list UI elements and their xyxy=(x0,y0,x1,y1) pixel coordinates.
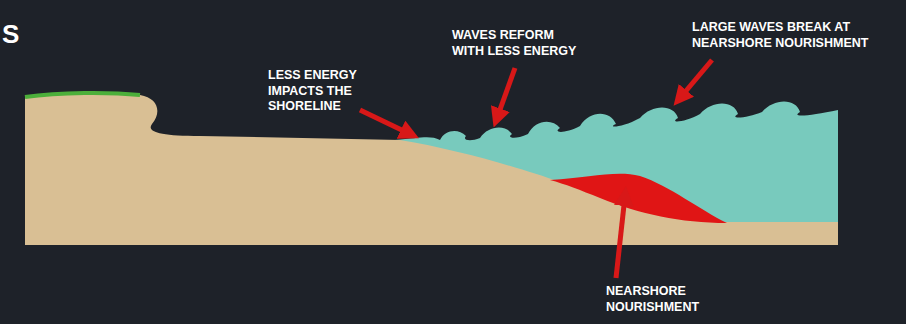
callout-label: NEARSHORE NOURISHMENT xyxy=(606,284,716,315)
pointer-arrow xyxy=(497,68,515,118)
pointer-arrow xyxy=(680,60,712,98)
callout-label: LESS ENERGY IMPACTS THE SHORELINE xyxy=(268,68,368,115)
grass xyxy=(25,93,140,97)
callout-label: WAVES REFORM WITH LESS ENERGY xyxy=(452,28,577,59)
pointer-arrow xyxy=(360,110,410,134)
pointer-arrow xyxy=(616,196,625,278)
callout-label: LARGE WAVES BREAK AT NEARSHORE NOURISHME… xyxy=(692,20,902,51)
partial-title: S xyxy=(2,18,32,51)
nearshore-nourishment xyxy=(550,174,727,223)
beach-land xyxy=(25,93,838,245)
